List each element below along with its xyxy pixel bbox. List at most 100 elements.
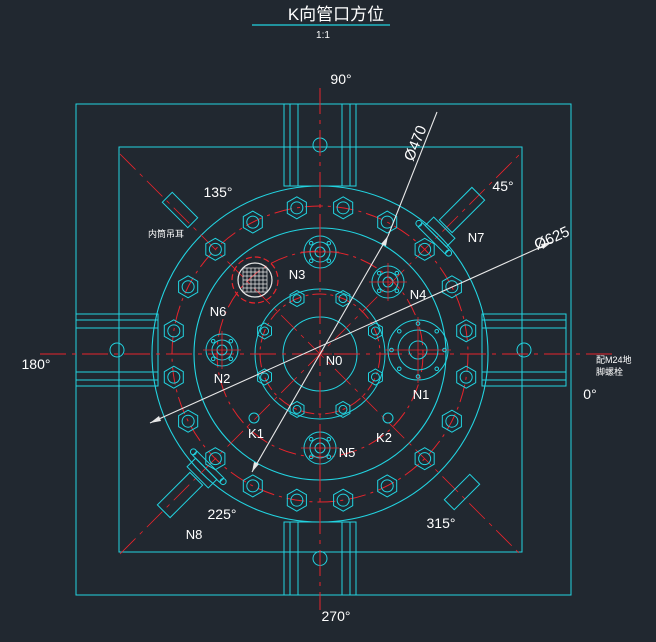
- bolt-heads: [163, 196, 477, 512]
- nozzle-N5-bolt-hole: [326, 436, 332, 442]
- drawing-title: K向管口方位: [288, 5, 384, 24]
- outer-bolt-hex: [178, 275, 199, 299]
- outer-bolt-hex: [377, 210, 398, 234]
- support-lug-top-rib-right: [341, 103, 351, 187]
- nozzle-N5-label: N5: [339, 445, 356, 460]
- outer-bolt-hex: [242, 474, 263, 498]
- outer-bolt-hex: [163, 365, 184, 389]
- lifting-lug-135: [161, 191, 199, 229]
- outer-bolt-shank: [445, 280, 459, 294]
- nozzles: [203, 233, 451, 467]
- nozzle-N5-bolt-hole: [308, 436, 314, 442]
- angle-0-label: 0°: [583, 386, 596, 402]
- support-lug-bottom-rib-right: [341, 521, 351, 596]
- drawing-scale: 1:1: [316, 30, 330, 41]
- inner-bolt-shank: [338, 404, 348, 414]
- nozzle-N4-bolt-hole: [394, 288, 400, 294]
- inner-bolt-circle: [259, 293, 381, 415]
- nozzle-N8-body-face: [192, 450, 225, 483]
- nozzle-N1: [385, 317, 451, 383]
- support-lug-right: [481, 313, 567, 387]
- outer-bolt-shank: [336, 493, 350, 507]
- nozzle-N1-bolt-hole: [415, 374, 421, 379]
- angle-270-label: 270°: [322, 608, 351, 624]
- outer-bolt-hex: [286, 488, 307, 512]
- outer-bolt-hex: [242, 210, 263, 234]
- nozzle-K2-label: K2: [376, 430, 392, 445]
- nozzle-N5-bolt-hole: [326, 454, 332, 460]
- outer-bolt-shank: [290, 201, 304, 215]
- nozzle-N2-bolt-hole: [228, 338, 234, 344]
- outer-bolt-shank: [181, 280, 195, 294]
- lifting-lug-135-plate: [161, 191, 199, 229]
- nozzle-N2: [203, 331, 241, 369]
- inner-bolt-hex: [335, 400, 351, 418]
- nozzle-N6-glass: [237, 262, 273, 298]
- outer-bolt-shank: [380, 479, 394, 493]
- dimension-line-625: [149, 241, 553, 424]
- nozzle-N8-body-bolt: [219, 478, 227, 486]
- arrow-470-start: [252, 462, 259, 472]
- nozzle-N8-label: N8: [186, 527, 203, 542]
- outer-bolt-hex: [414, 237, 435, 261]
- angle-45-label: 45°: [492, 178, 513, 194]
- nozzle-N3-label: N3: [289, 267, 306, 282]
- inner-bolt-shank: [260, 326, 270, 336]
- support-lug-left-rib-bottom: [75, 371, 159, 381]
- nozzle-N6-label: N6: [210, 304, 227, 319]
- nozzle-K1-label: K1: [248, 426, 264, 441]
- angle-180-label: 180°: [22, 356, 51, 372]
- outer-bolt-hex: [163, 319, 184, 343]
- angle-90-label: 90°: [330, 71, 351, 87]
- outer-bolt-hex: [377, 474, 398, 498]
- arrow-470-end: [381, 236, 388, 246]
- nozzle-N1-bolt-hole: [442, 347, 447, 353]
- nozzle-N8-body-bolt: [189, 448, 197, 456]
- lifting-lug-315-plate: [443, 473, 481, 511]
- nozzle-N8-body-plate: [156, 471, 204, 519]
- nozzle-N5: [301, 429, 339, 467]
- outer-bolt-hex: [205, 237, 226, 261]
- nozzle-N1-bolt-hole: [434, 328, 440, 334]
- nozzle-N0-label: N0: [326, 353, 343, 368]
- outer-bolt-circle: [171, 205, 469, 503]
- nozzle-N3-bolt-hole: [326, 240, 332, 246]
- inner-bolt-shank: [260, 372, 270, 382]
- outer-bolt-shank: [167, 370, 181, 384]
- nozzle-N3-bolt-hole: [326, 258, 332, 264]
- nozzle-N3-bolt-hole: [308, 240, 314, 246]
- angle-135-label: 135°: [204, 184, 233, 200]
- outer-bolt-hex: [178, 409, 199, 433]
- nozzle-N7-body: [415, 186, 486, 257]
- nozzle-N1-bolt-hole: [389, 347, 394, 353]
- arrow-625-start: [150, 416, 161, 423]
- outer-bolt-shank: [459, 370, 473, 384]
- outer-bolt-shank: [167, 324, 181, 338]
- support-lug-left-plate: [75, 313, 159, 387]
- inner-bolt-hex: [257, 368, 272, 386]
- nozzle-N2-label: N2: [214, 371, 231, 386]
- inner-bolt-shank: [370, 372, 380, 382]
- nozzle-N8-body: [156, 448, 227, 519]
- diagonal-lugs: [156, 186, 486, 519]
- nozzle-N4-bolt-hole: [376, 270, 382, 276]
- angle-225-label: 225°: [208, 506, 237, 522]
- nozzle-N7-label: N7: [468, 230, 485, 245]
- nozzle-N1-bolt-hole: [434, 366, 440, 372]
- nozzle-N4: [369, 263, 407, 301]
- outer-bolt-hex: [456, 365, 477, 389]
- outer-bolt-shank: [208, 452, 222, 466]
- support-lug-left: [75, 313, 159, 387]
- outer-bolt-shank: [290, 493, 304, 507]
- nozzle-K1-port: [248, 412, 260, 424]
- dim-470-label: Ø470: [401, 123, 431, 163]
- support-lug-right-rib-bottom: [481, 371, 567, 381]
- anchor-bolt-note-line2: 脚螺栓: [596, 366, 623, 377]
- support-lug-right-anchor-hole: [516, 342, 532, 358]
- nozzle-N1-bolt-hole: [415, 321, 421, 326]
- nozzle-N2-bolt-hole: [210, 338, 216, 344]
- outer-bolt-hex: [441, 275, 462, 299]
- outer-bolt-shank: [418, 242, 432, 256]
- outer-bolt-shank: [418, 452, 432, 466]
